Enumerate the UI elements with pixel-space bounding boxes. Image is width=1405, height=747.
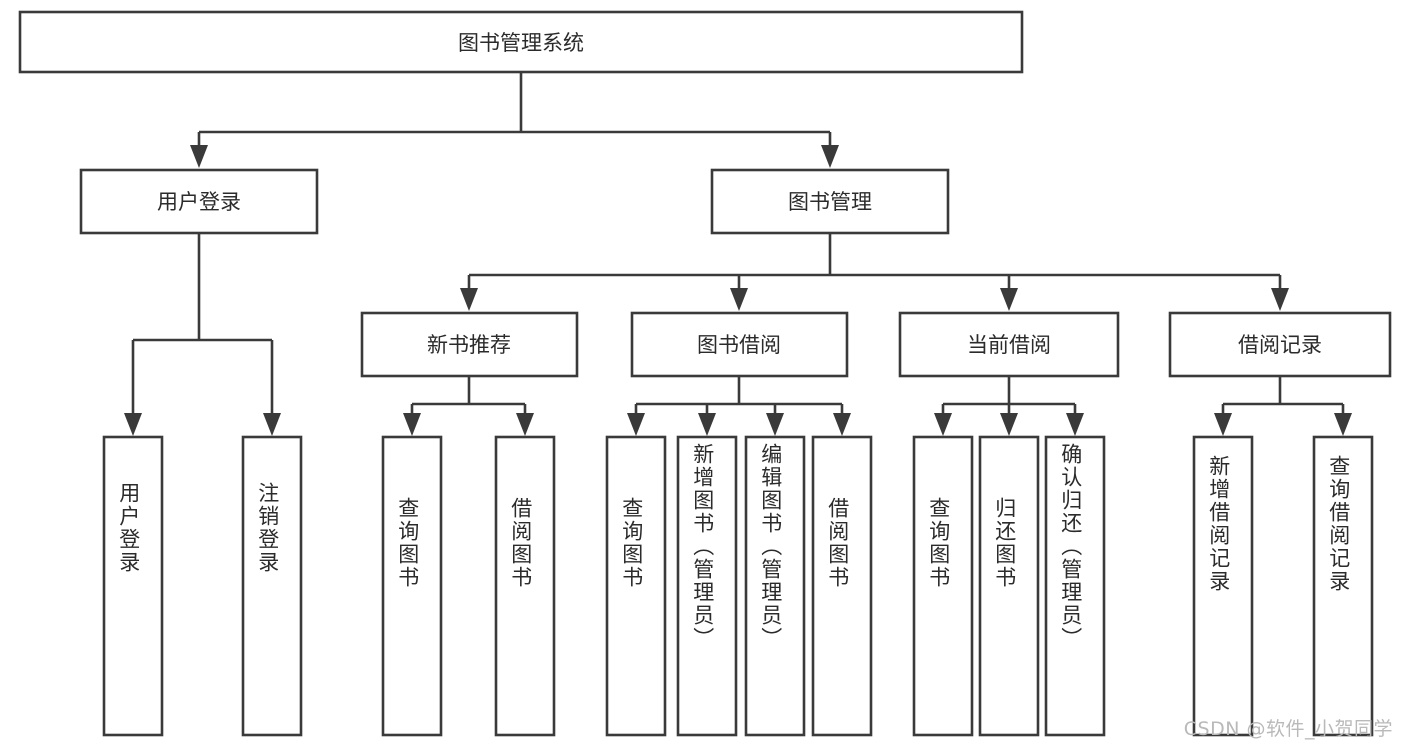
node-box-leaf-query-book-3[interactable]: [912, 435, 974, 737]
node-group: 图书管理系统 用户登录 图书管理 新书推荐 图书借阅 当前借阅 借阅记录: [18, 10, 1392, 737]
node-box-leaf-borrow-book-2[interactable]: [811, 435, 873, 737]
node-box-leaf-query-book-2[interactable]: [605, 435, 667, 737]
arrow-to-book-borrow: [730, 288, 748, 311]
node-box-leaf-edit-book[interactable]: [744, 435, 806, 737]
node-box-leaf-query-book-1[interactable]: [381, 435, 443, 737]
node-box-root[interactable]: [18, 10, 1024, 74]
node-box-current-borrow[interactable]: [898, 311, 1120, 378]
node-label-current-borrow: 当前借阅: [967, 333, 1051, 357]
node-box-book-management[interactable]: [710, 168, 950, 235]
arrow-to-leaf-return-book: [1000, 413, 1018, 436]
edge-newbook-to-leaves: [410, 376, 527, 424]
edge-borrowrecord-to-leaves: [1221, 376, 1345, 424]
node-label-book-management: 图书管理: [788, 190, 872, 214]
arrow-to-leaf-query-book-1: [403, 413, 421, 436]
arrow-to-leaf-query-record: [1334, 413, 1352, 436]
arrow-to-leaf-edit-book: [766, 413, 784, 436]
node-box-leaf-return-book[interactable]: [978, 435, 1040, 737]
arrow-to-leaf-query-book-2: [627, 413, 645, 436]
arrow-to-leaf-confirm-return: [1066, 413, 1084, 436]
edge-group: [131, 72, 1345, 424]
arrowhead-group: [124, 145, 1352, 436]
node-box-leaf-add-record[interactable]: [1192, 435, 1254, 737]
arrow-to-new-book-recommend: [460, 288, 478, 311]
edge-userlogin-to-bus: [131, 233, 274, 424]
csdn-watermark: CSDN @软件_小贺同学: [1183, 718, 1393, 740]
arrow-to-leaf-add-book: [698, 413, 716, 436]
node-box-leaf-query-record[interactable]: [1312, 435, 1374, 737]
arrow-to-current-borrow: [1000, 288, 1018, 311]
node-box-leaf-confirm-return[interactable]: [1044, 435, 1106, 737]
node-label-borrow-record: 借阅记录: [1238, 333, 1322, 357]
edge-bookmgmt-to-bus: [467, 233, 1282, 300]
arrow-to-leaf-query-book-3: [934, 413, 952, 436]
node-box-leaf-borrow-book-1[interactable]: [494, 435, 556, 737]
edge-root-to-bus: [197, 72, 832, 158]
arrow-to-leaf-add-record: [1214, 413, 1232, 436]
node-box-leaf-user-login[interactable]: [102, 435, 164, 737]
node-label-new-book-recommend: 新书推荐: [427, 333, 511, 357]
node-box-borrow-record[interactable]: [1168, 311, 1392, 378]
arrow-to-leaf-borrow-book-2: [833, 413, 851, 436]
node-label-user-login: 用户登录: [157, 190, 241, 214]
node-box-new-book-recommend[interactable]: [360, 311, 579, 378]
arrow-to-borrow-record: [1271, 288, 1289, 311]
node-box-leaf-add-book[interactable]: [676, 435, 738, 737]
edge-bookborrow-to-leaves: [634, 376, 844, 424]
node-box-book-borrow[interactable]: [630, 311, 849, 378]
node-label-book-borrow: 图书借阅: [697, 333, 781, 357]
arrow-to-leaf-logout-login: [263, 413, 281, 436]
node-label-root: 图书管理系统: [458, 31, 584, 55]
arrow-to-leaf-borrow-book-1: [516, 413, 534, 436]
node-box-user-login[interactable]: [79, 168, 319, 235]
arrow-to-leaf-user-login: [124, 413, 142, 436]
arrow-to-book-mgmt: [821, 145, 839, 168]
arrow-to-user-login: [190, 145, 208, 168]
node-box-leaf-logout-login[interactable]: [241, 435, 303, 737]
